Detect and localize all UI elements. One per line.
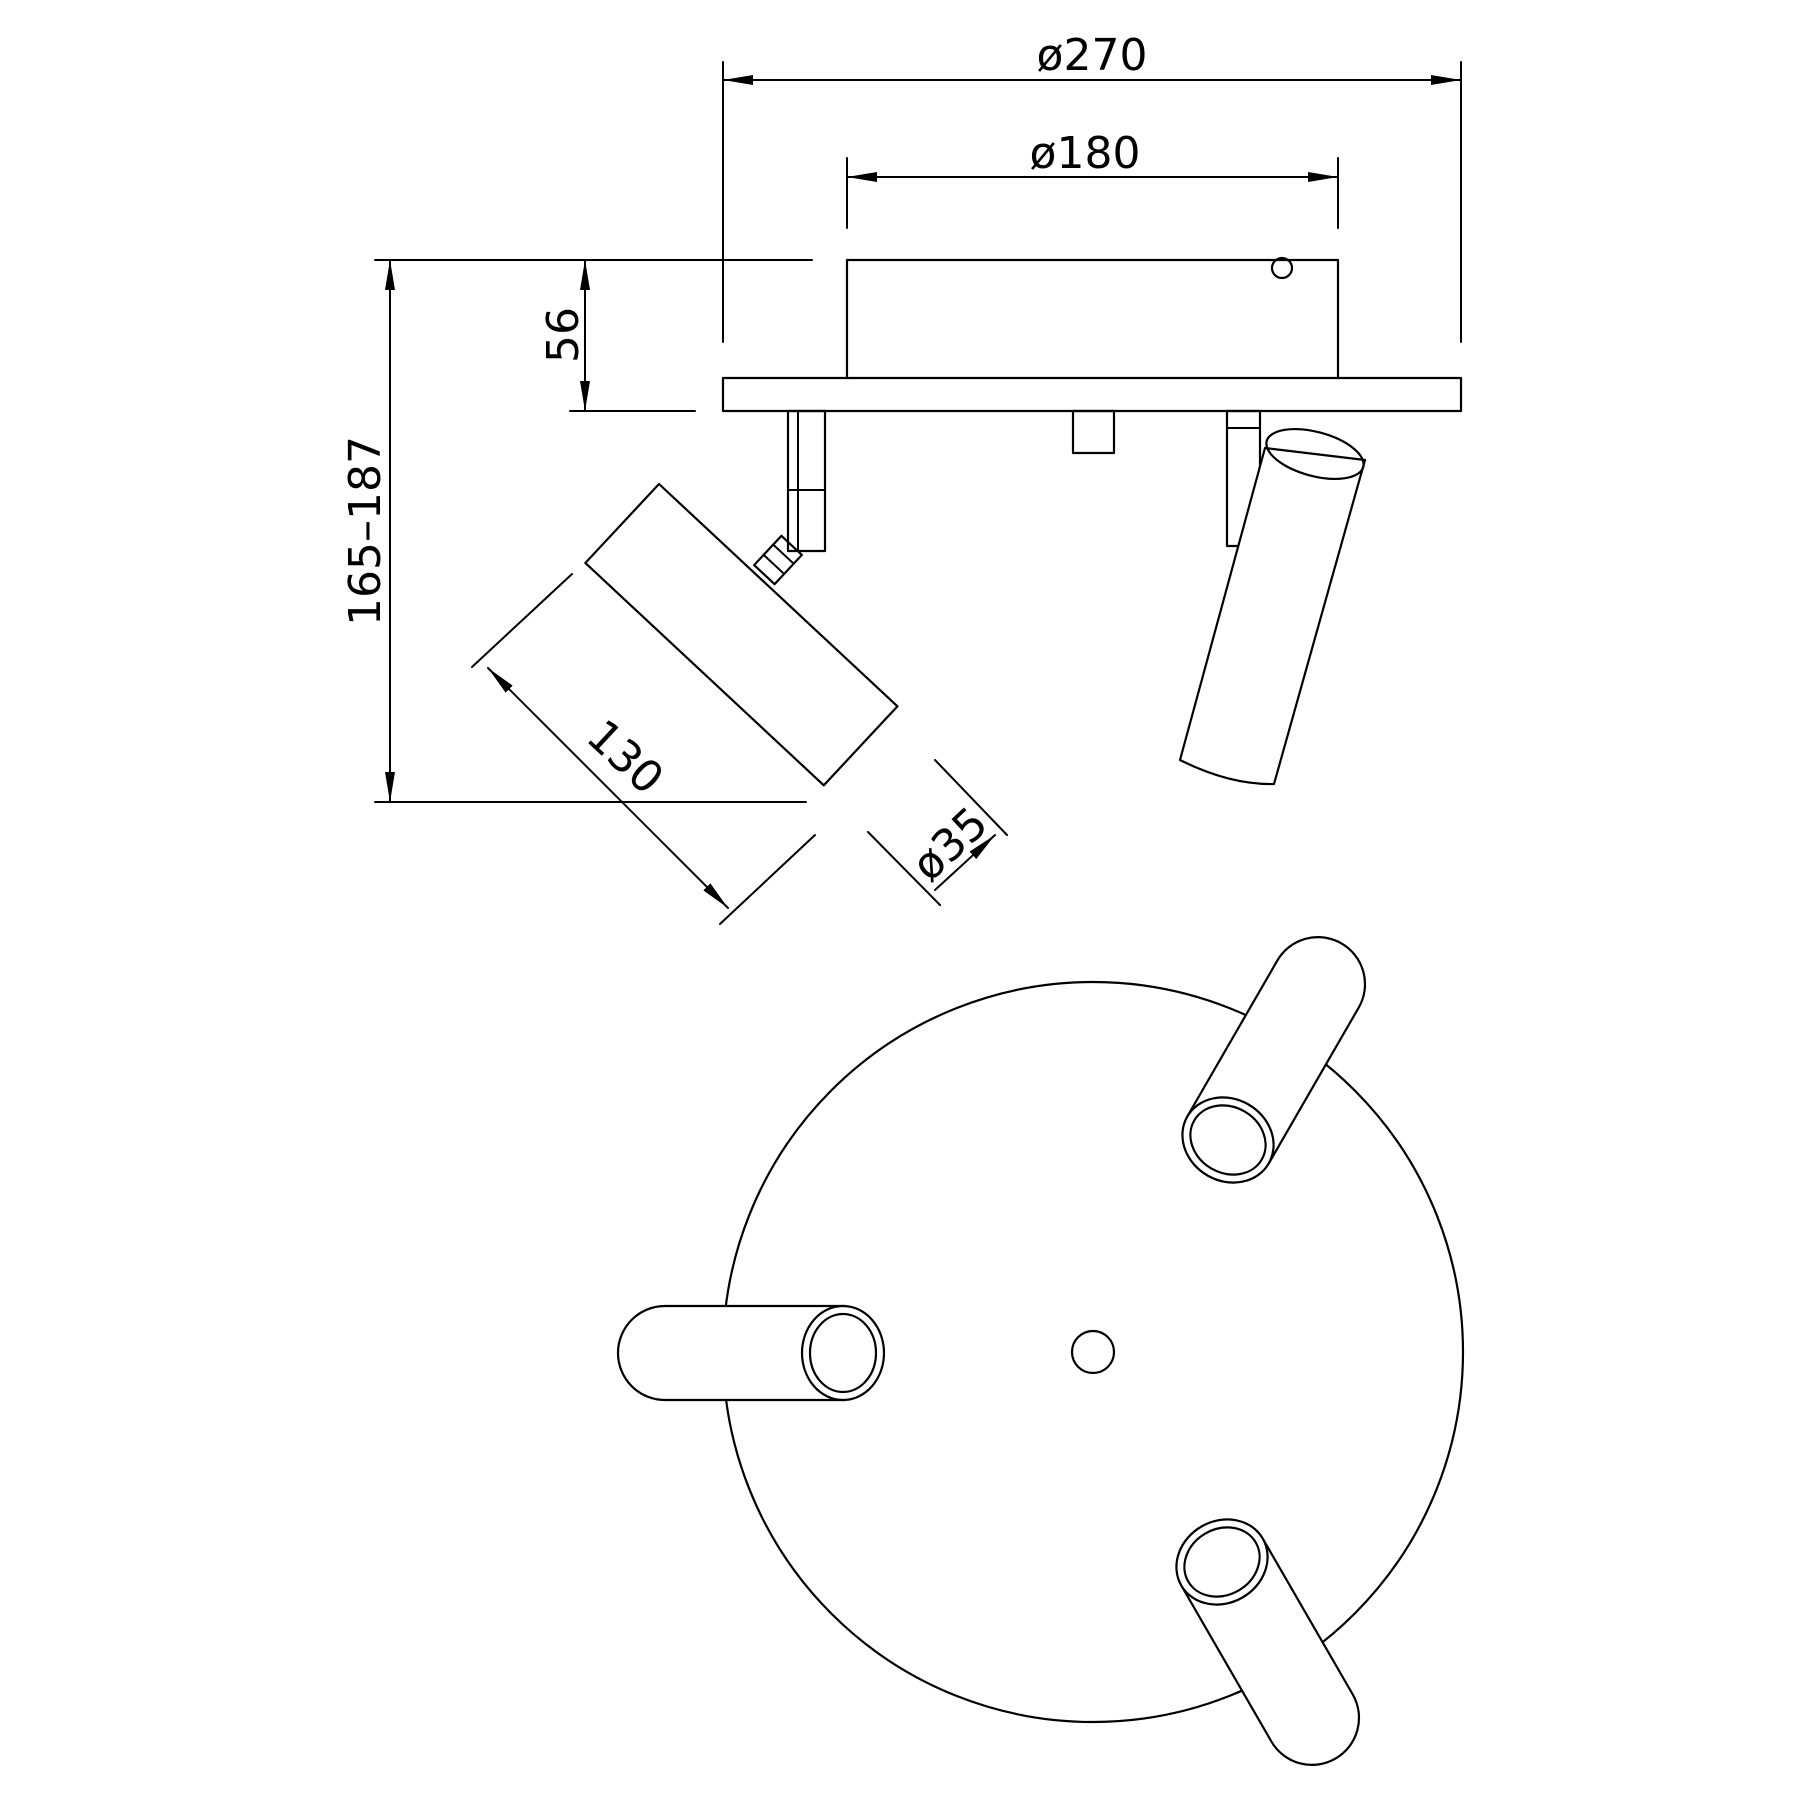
dim-canopy-height: 56 bbox=[538, 307, 589, 363]
dimension-lines bbox=[374, 61, 1462, 925]
dim-total-height: 165–187 bbox=[340, 436, 391, 626]
center-screw bbox=[1070, 1329, 1116, 1375]
canopy-screw bbox=[1270, 256, 1294, 280]
dim-inner-diameter: ø180 bbox=[1030, 128, 1141, 179]
top-lower-right-spot bbox=[1175, 1518, 1361, 1766]
top-view bbox=[616, 936, 1465, 1766]
dim-spot-length: 130 bbox=[577, 710, 673, 805]
base-plate bbox=[721, 376, 1463, 413]
dim-outer-diameter: ø270 bbox=[1037, 30, 1148, 81]
right-spot bbox=[1178, 409, 1367, 786]
top-left-spot bbox=[616, 1304, 886, 1402]
center-stub bbox=[1071, 409, 1116, 455]
canopy-box bbox=[845, 258, 1340, 380]
right-spot-body bbox=[1178, 446, 1367, 786]
side-view bbox=[584, 256, 1463, 787]
